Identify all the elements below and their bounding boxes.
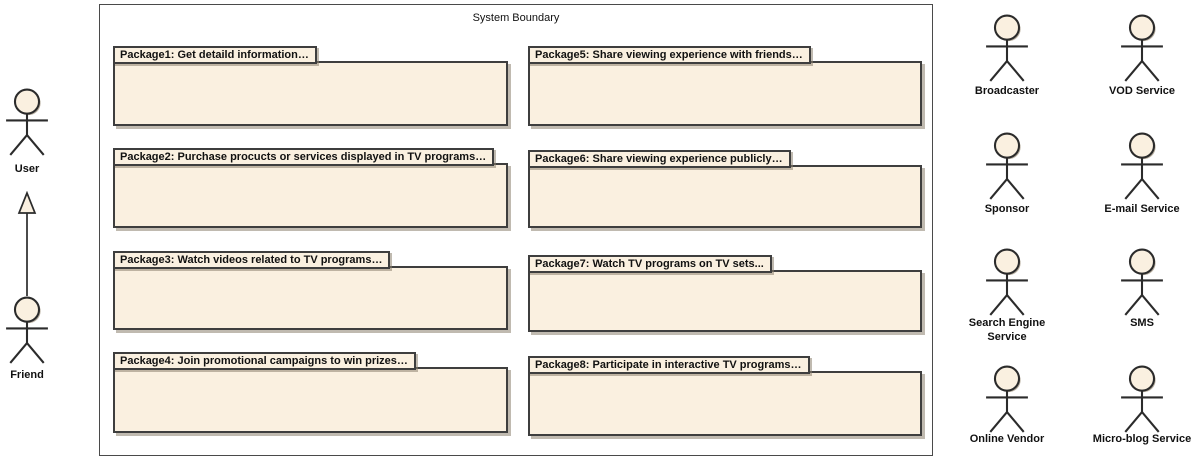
actor-icon — [6, 296, 48, 364]
package-tab: Package1: Get detaild information… — [113, 46, 317, 64]
package-tab: Package6: Share viewing experience publi… — [528, 150, 791, 168]
actor-label-user: User — [14, 163, 40, 175]
actor-icon — [1121, 14, 1163, 82]
actor-icon — [6, 88, 48, 156]
actor-icon — [986, 365, 1028, 433]
actor-icon — [1121, 248, 1163, 316]
actor-sponsor[interactable] — [984, 132, 1030, 206]
package-body — [113, 163, 508, 228]
package-package7[interactable]: Package7: Watch TV programs on TV sets..… — [528, 254, 922, 332]
package-tab: Package2: Purchase procucts or services … — [113, 148, 495, 166]
actor-search-engine-service[interactable] — [984, 248, 1030, 322]
actor-friend[interactable] — [4, 296, 50, 370]
package-package6[interactable]: Package6: Share viewing experience publi… — [528, 149, 922, 228]
actor-user[interactable] — [4, 88, 50, 162]
package-package3[interactable]: Package3: Watch videos related to TV pro… — [113, 250, 508, 330]
actor-icon — [1121, 365, 1163, 433]
package-package5[interactable]: Package5: Share viewing experience with … — [528, 45, 922, 126]
package-body — [528, 270, 922, 332]
actor-icon — [986, 132, 1028, 200]
actor-label-online-vendor: Online Vendor — [969, 433, 1045, 445]
package-tab: Package8: Participate in interactive TV … — [528, 356, 810, 374]
actor-icon — [986, 248, 1028, 316]
actor-label-micro-blog-service: Micro-blog Service — [1092, 433, 1192, 445]
actor-vod-service[interactable] — [1119, 14, 1165, 88]
generalization-arrow[interactable] — [17, 191, 37, 297]
package-body — [528, 371, 922, 436]
package-package2[interactable]: Package2: Purchase procucts or services … — [113, 147, 508, 228]
package-tab: Package3: Watch videos related to TV pro… — [113, 251, 391, 269]
actor-label-email-service: E-mail Service — [1104, 203, 1180, 215]
actor-label-broadcaster: Broadcaster — [974, 85, 1040, 97]
actor-label-search-engine-service: Search Engine Service — [968, 317, 1046, 343]
actor-icon — [986, 14, 1028, 82]
package-body — [113, 266, 508, 330]
actor-label-sponsor: Sponsor — [984, 203, 1030, 215]
actor-online-vendor[interactable] — [984, 365, 1030, 439]
package-package8[interactable]: Package8: Participate in interactive TV … — [528, 355, 922, 436]
package-body — [113, 367, 508, 433]
actor-icon — [1121, 132, 1163, 200]
package-tab: Package7: Watch TV programs on TV sets..… — [528, 255, 772, 273]
actor-broadcaster[interactable] — [984, 14, 1030, 88]
package-body — [528, 165, 922, 228]
package-body — [528, 61, 922, 126]
package-tab: Package5: Share viewing experience with … — [528, 46, 811, 64]
actor-email-service[interactable] — [1119, 132, 1165, 206]
actor-label-vod-service: VOD Service — [1108, 85, 1176, 97]
package-package4[interactable]: Package4: Join promotional campaigns to … — [113, 351, 508, 433]
actor-label-friend: Friend — [10, 369, 44, 381]
package-body — [113, 61, 508, 126]
actor-micro-blog-service[interactable] — [1119, 365, 1165, 439]
actor-label-sms: SMS — [1130, 317, 1154, 329]
actor-sms[interactable] — [1119, 248, 1165, 322]
package-package1[interactable]: Package1: Get detaild information… — [113, 45, 508, 126]
package-tab: Package4: Join promotional campaigns to … — [113, 352, 416, 370]
system-boundary-label: System Boundary — [472, 12, 560, 24]
